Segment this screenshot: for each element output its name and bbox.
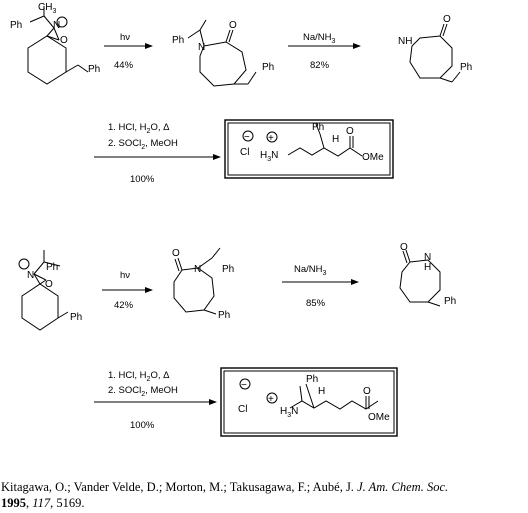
row1-box-o: O <box>346 126 354 137</box>
row2-step1-yield: 42% <box>114 300 134 311</box>
row1-box-h: H <box>332 134 339 145</box>
row2-box-ome: OMe <box>368 412 390 423</box>
row2-ester-chain <box>289 383 379 410</box>
row1-hydrolysis-line2: 2. SOCl2, MeOH <box>108 138 178 151</box>
row2-product-n-label: N <box>424 252 431 263</box>
row1-product-box <box>224 119 394 179</box>
row2-start-o-label: O <box>45 279 53 290</box>
row1-box-ph: Ph <box>312 122 324 133</box>
row2-lactam-o-label: O <box>172 248 180 259</box>
row2-box-plus: + <box>268 394 274 405</box>
row2-product-box <box>220 367 398 437</box>
row1-step1-yield: 44% <box>114 60 134 71</box>
row2-start-bn-label: Ph <box>70 312 82 323</box>
row2-box-ph: Ph <box>306 374 318 385</box>
row2-hydrolysis-line1: 1. HCl, H2O, Δ <box>108 370 170 383</box>
row1-hydrolysis-line1: 1. HCl, H2O, Δ <box>108 122 170 135</box>
reference-volume: 117 <box>32 496 51 510</box>
row1-lactam-bn-label: Ph <box>262 62 274 73</box>
row1-step2-reagent: Na/NH3 <box>303 32 336 45</box>
row1-start-o-label: O <box>60 35 68 46</box>
row1-lactam-o-label: O <box>229 20 237 31</box>
row2-box-amine: H3N <box>280 406 298 419</box>
row2-step2-yield: 85% <box>306 298 326 309</box>
row1-box-amine: H3N <box>260 150 278 163</box>
row1-lactam-n-label: N <box>198 42 205 53</box>
row2-product-o-label: O <box>400 242 408 253</box>
row2-lactam-structure <box>173 247 221 315</box>
row2-product-bn-label: Ph <box>444 296 456 307</box>
reaction-scheme: CH3 Ph N O Ph hν 44% Ph N O Ph Na/NH3 82… <box>10 2 472 437</box>
row2-hydrolysis-line2: 2. SOCl2, MeOH <box>108 385 178 398</box>
row2-box-o: O <box>363 386 371 397</box>
row1-lactam-ph-label: Ph <box>172 35 184 46</box>
reference-year: 1995 <box>1 496 26 510</box>
row1-lactam-structure <box>187 19 257 87</box>
row1-start-ph-label: Ph <box>10 20 22 31</box>
row2-start-n-label: N <box>27 270 34 281</box>
row1-box-minus: − <box>244 132 250 143</box>
row1-product-structure <box>409 23 461 83</box>
row2-hydrolysis-yield: 100% <box>130 420 155 431</box>
row2-start-structure <box>18 250 69 331</box>
row1-box-ome: OMe <box>362 152 384 163</box>
row2-product-structure <box>399 249 441 307</box>
reference-pages: 5169. <box>56 496 85 510</box>
row1-product-bn-label: Ph <box>460 62 472 73</box>
row1-start-me-label: CH3 <box>38 2 56 15</box>
row2-start-ph-label: Ph <box>46 262 58 273</box>
row1-product-o-label: O <box>443 14 451 25</box>
row1-start-n-label: N <box>53 20 60 31</box>
row2-step2-reagent: Na/NH3 <box>294 264 327 277</box>
row1-ester-chain <box>287 123 363 157</box>
literature-reference: Kitagawa, O.; Vander Velde, D.; Morton, … <box>1 480 449 510</box>
row2-box-h: H <box>318 386 325 397</box>
row2-product-h-label: H <box>424 262 431 273</box>
row2-step1-reagent: hν <box>120 270 130 281</box>
row1-step1-reagent: hν <box>120 32 130 43</box>
row2-lactam-n-label: N <box>194 264 201 275</box>
row1-step2-yield: 82% <box>310 60 330 71</box>
row2-box-minus: − <box>241 380 247 391</box>
row1-start-bn-label: Ph <box>88 64 100 75</box>
row1-box-cl: Cl <box>240 147 249 158</box>
row1-product-nh-label: NH <box>398 36 412 47</box>
row1-box-plus: + <box>268 133 274 144</box>
row2-lactam-bn-label: Ph <box>218 310 230 321</box>
reference-journal: J. Am. Chem. Soc. <box>357 480 449 494</box>
row2-box-cl: Cl <box>238 404 247 415</box>
row1-hydrolysis-yield: 100% <box>130 174 155 185</box>
row2-lactam-ph-label: Ph <box>222 264 234 275</box>
row1-start-structure <box>27 6 89 85</box>
reference-authors: Kitagawa, O.; Vander Velde, D.; Morton, … <box>1 480 354 494</box>
